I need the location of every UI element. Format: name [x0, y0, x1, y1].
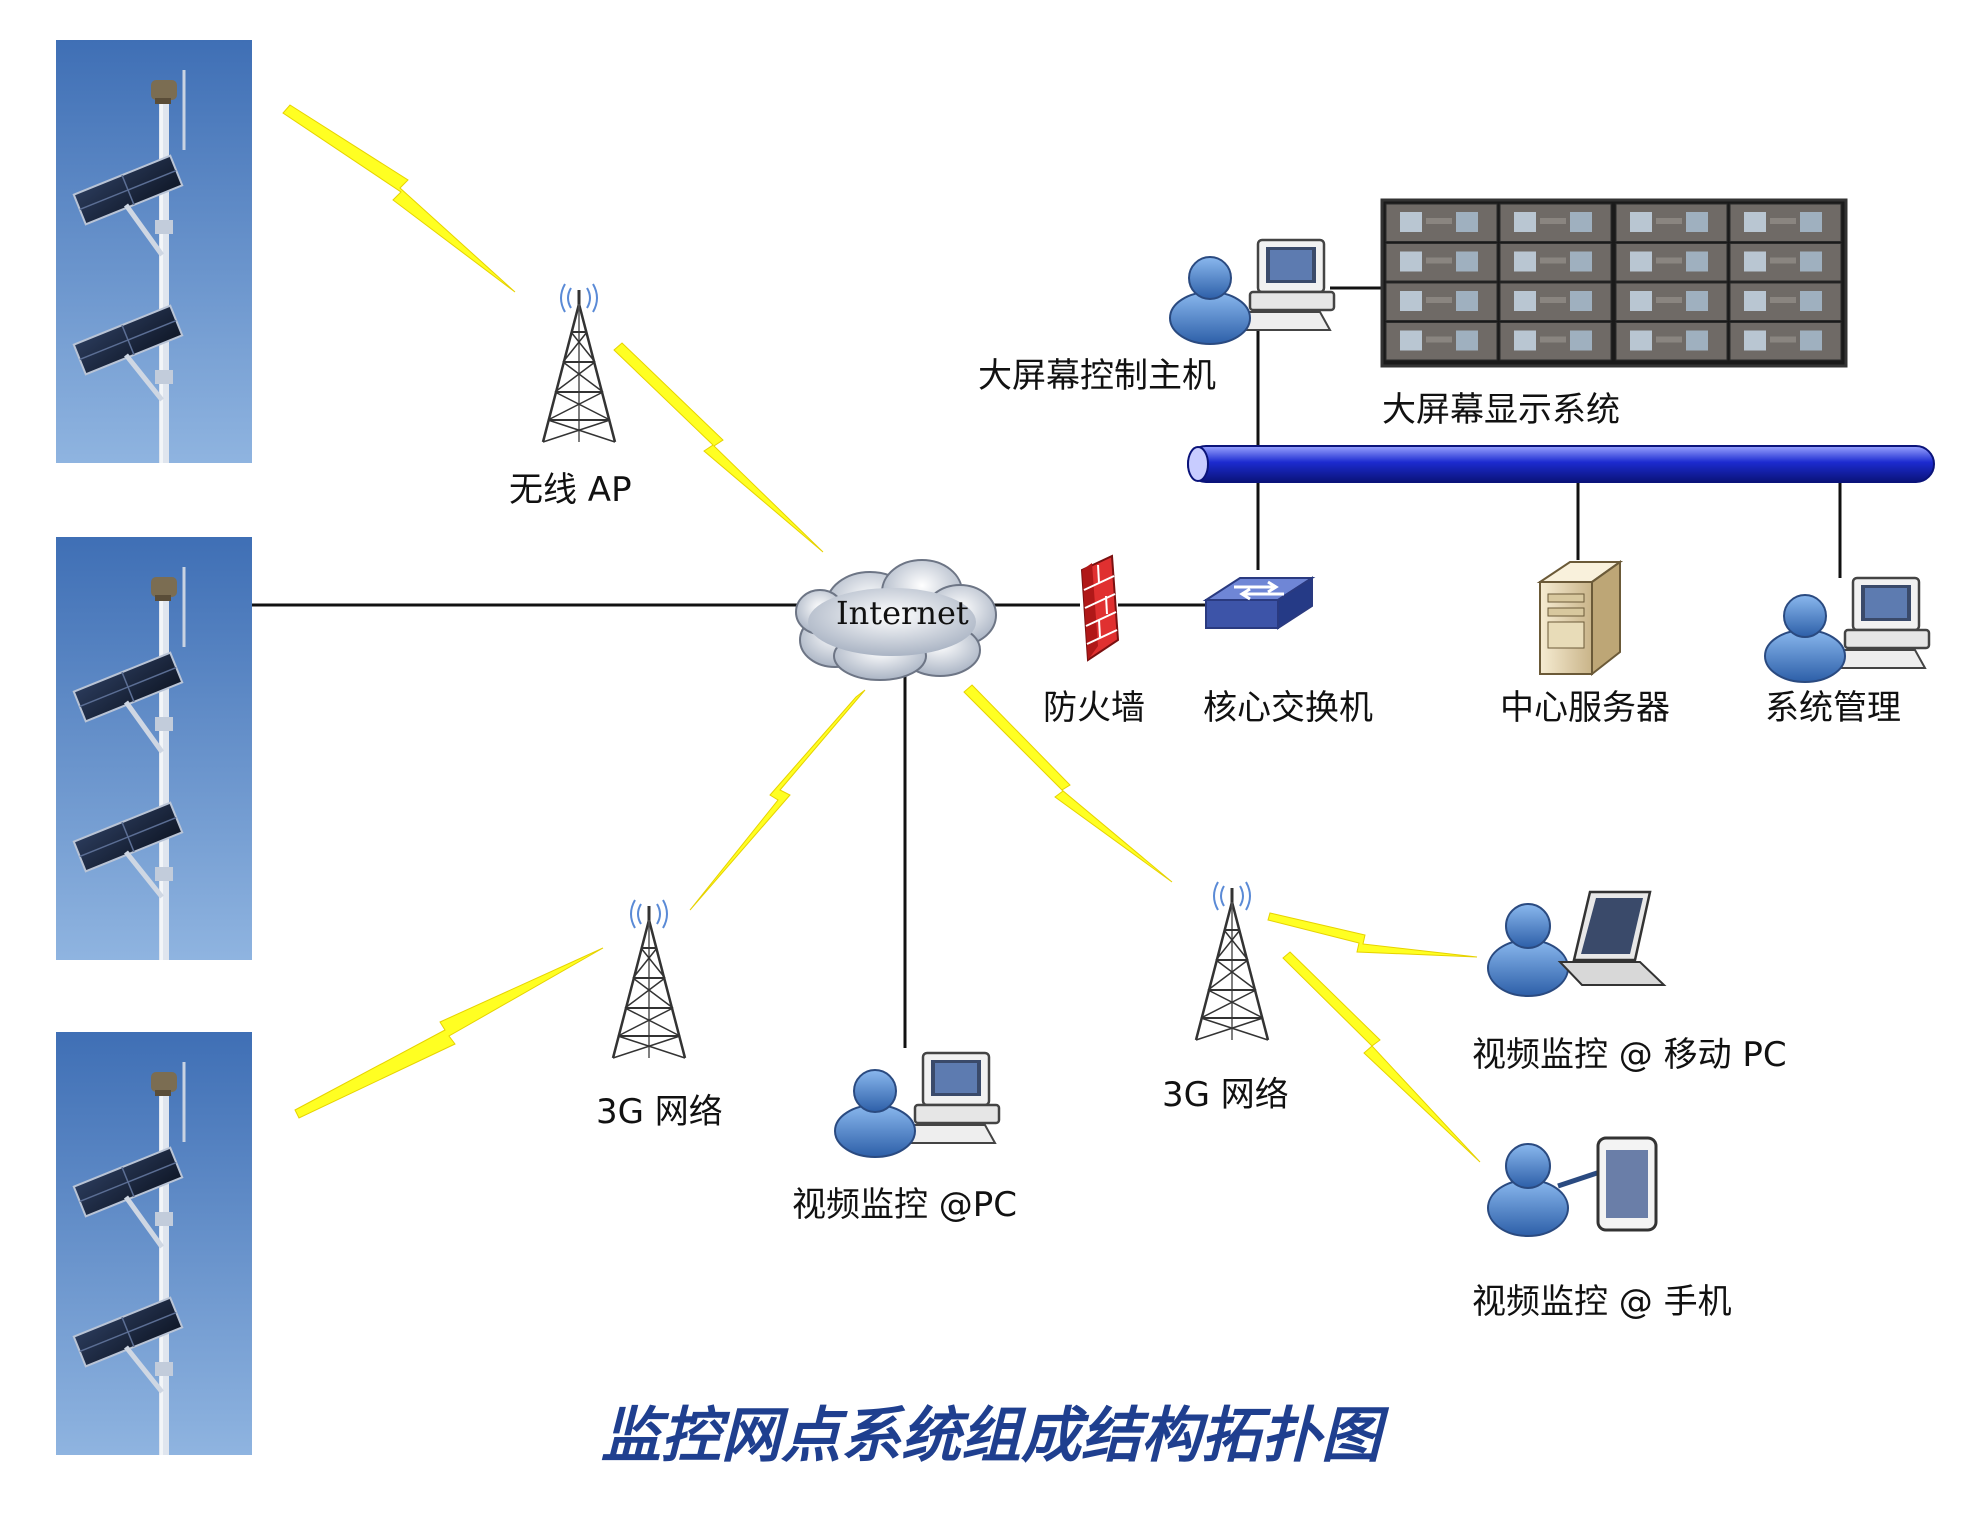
bolt-3g-laptop — [1267, 912, 1478, 958]
video-wall-tile — [1499, 322, 1612, 361]
central-server-label: 中心服务器 — [1500, 688, 1670, 728]
laptop-user-icon — [1487, 890, 1667, 997]
monitor-pc-label: 视频监控 @PC — [792, 1185, 1018, 1225]
server-icon — [1536, 560, 1624, 677]
firewall-icon — [1080, 554, 1120, 662]
video-wall-tile — [1385, 322, 1498, 361]
network-3g-left-label: 3G 网络 — [596, 1092, 723, 1132]
wireless-ap-tower-icon — [541, 282, 617, 444]
controller-workstation-icon — [1168, 238, 1336, 346]
video-wall-tile — [1729, 322, 1842, 361]
bolt-pole3-3g — [294, 947, 604, 1119]
bolt-internet-3g — [963, 684, 1173, 883]
tower-3g-left-icon — [611, 898, 687, 1060]
bolt-ap-internet — [613, 342, 824, 553]
bolt-pole1-ap — [282, 104, 516, 293]
backbone-bus — [1187, 445, 1935, 483]
video-wall-tile — [1615, 282, 1728, 321]
video-wall-tile — [1615, 203, 1728, 242]
video-wall-tile — [1499, 282, 1612, 321]
video-wall-tile — [1615, 322, 1728, 361]
camera-pole-2 — [56, 537, 252, 960]
video-wall-tile — [1499, 203, 1612, 242]
bolt-3g-internet — [689, 689, 866, 911]
firewall-label: 防火墙 — [1043, 688, 1145, 728]
system-management-label: 系统管理 — [1765, 688, 1901, 728]
wireless-links — [282, 104, 1481, 1163]
video-wall-tile — [1385, 282, 1498, 321]
video-wall-tile — [1729, 203, 1842, 242]
wireless-ap-label: 无线 AP — [509, 470, 632, 510]
monitor-mobile-pc-label: 视频监控 @ 移动 PC — [1472, 1035, 1787, 1075]
video-wall-tile — [1385, 203, 1498, 242]
big-screen-display-label: 大屏幕显示系统 — [1382, 390, 1620, 430]
diagram-title: 监控网点系统组成结构拓扑图 — [601, 1401, 1381, 1471]
video-wall-tile — [1499, 243, 1612, 282]
video-wall-icon — [1380, 198, 1848, 368]
monitor-phone-label: 视频监控 @ 手机 — [1472, 1282, 1732, 1322]
camera-pole-3 — [56, 1032, 252, 1455]
video-wall-screens — [1385, 203, 1842, 361]
video-wall-tile — [1729, 282, 1842, 321]
big-screen-controller-label: 大屏幕控制主机 — [978, 356, 1216, 396]
cloud-icon — [795, 559, 997, 681]
video-wall-tile — [1615, 243, 1728, 282]
monitor-pc-workstation-icon — [833, 1051, 1001, 1159]
switch-icon — [1202, 576, 1316, 630]
tower-3g-right-icon — [1194, 880, 1270, 1042]
video-wall-tile — [1729, 243, 1842, 282]
phone-user-icon — [1487, 1136, 1658, 1237]
internet-label: Internet — [836, 594, 969, 632]
bolt-3g-phone — [1282, 951, 1481, 1163]
management-workstation-icon — [1763, 576, 1931, 684]
camera-pole-1 — [56, 40, 252, 463]
network-3g-right-label: 3G 网络 — [1162, 1075, 1289, 1115]
core-switch-label: 核心交换机 — [1203, 688, 1373, 728]
video-wall-tile — [1385, 243, 1498, 282]
